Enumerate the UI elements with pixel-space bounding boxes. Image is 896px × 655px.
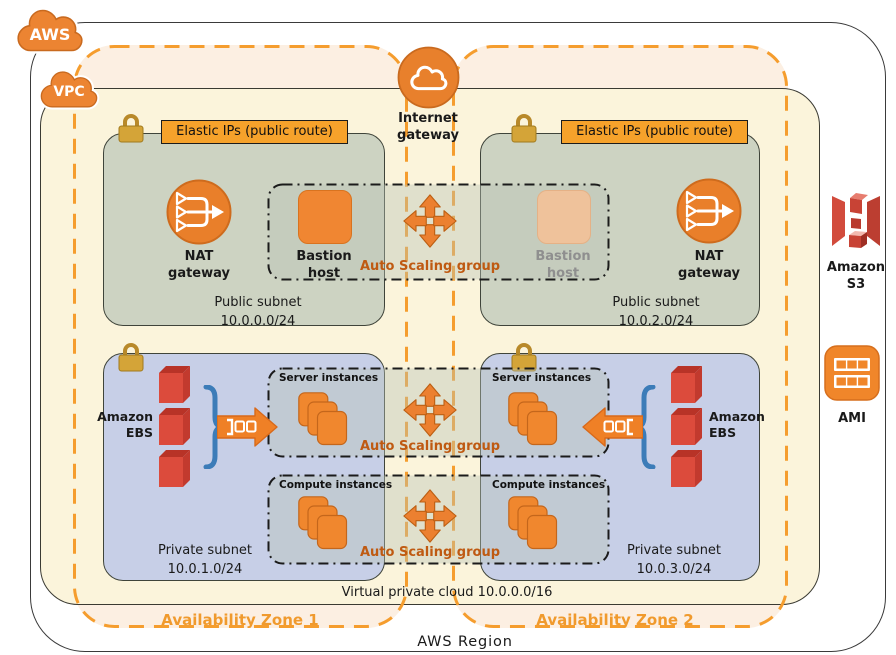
ebs-attach-arrow-icon [582,407,643,447]
autoscaling-group-icon [403,194,457,248]
lock-icon [511,343,537,372]
bastion-host-standby-label: Bastion host [535,249,591,281]
availability-zone-1-label: Availability Zone 1 [161,611,319,629]
compute-instances-label: Compute instances [492,479,606,491]
ebs-volumes-icon [671,366,702,487]
public-subnet-1-label: Public subnet 10.0.0.0/24 [214,295,302,329]
aws-cloud-icon [15,7,85,54]
ebs-label: Amazon EBS [97,409,153,440]
bastion-host-label: Bastion host [296,249,352,281]
ami-icon [824,345,880,401]
private-subnet-2 [480,353,760,581]
public-subnet-2-label: Public subnet 10.0.2.0/24 [612,295,700,329]
availability-zone-2-label: Availability Zone 2 [536,611,694,629]
compute-instances-icon [508,496,558,550]
autoscaling-group-label: Auto Scaling group [359,545,501,560]
autoscaling-group-label: Auto Scaling group [359,259,501,274]
nat-gateway-label: NAT gateway [678,249,740,281]
server-instances-label: Server instances [492,372,592,384]
aws-cloud-badge: AWS [12,6,88,54]
vpc-cloud-badge: VPC [36,68,102,110]
nat-gateway-label: NAT gateway [168,249,230,281]
lock-icon [118,114,144,143]
private-subnet-1-label: Private subnet 10.0.1.0/24 [157,543,253,577]
autoscaling-group-icon [403,383,457,437]
private-subnet-2-label: Private subnet 10.0.3.0/24 [626,543,722,577]
compute-instances-label: Compute instances [279,479,393,491]
aws-badge-label: AWS [29,25,71,44]
server-instances-label: Server instances [279,372,379,384]
lock-icon [118,343,144,372]
vpc-caption: Virtual private cloud 10.0.0.0/16 [341,585,553,600]
nat-gateway-icon [676,178,742,244]
lock-icon [511,114,537,143]
aws-region-label: AWS Region [417,634,513,650]
server-instances-icon [508,392,558,446]
ebs-label: Amazon EBS [709,409,765,440]
server-instances-icon [298,392,348,446]
bastion-host-icon [298,190,352,244]
ebs-attach-arrow-icon [217,407,278,447]
ebs-volumes-icon [159,366,190,487]
internet-gateway-label: Internet gateway [397,111,459,143]
compute-instances-icon [298,496,348,550]
elastic-ips-banner: Elastic IPs (public route) [161,120,348,144]
ami-label: AMI [838,411,866,426]
private-subnet-1 [103,353,385,581]
autoscaling-group-box-bastion [267,183,610,281]
internet-gateway-icon [397,46,460,109]
elastic-ips-banner: Elastic IPs (public route) [561,120,748,144]
amazon-s3-label: Amazon S3 [826,260,886,292]
vpc-cloud-icon [38,69,100,110]
nat-gateway-icon [166,179,232,245]
autoscaling-group-label: Auto Scaling group [359,439,501,454]
vpc-badge-label: VPC [53,84,85,100]
amazon-s3-icon [832,193,880,248]
autoscaling-group-icon [403,489,457,543]
bastion-host-standby-icon [537,190,591,244]
